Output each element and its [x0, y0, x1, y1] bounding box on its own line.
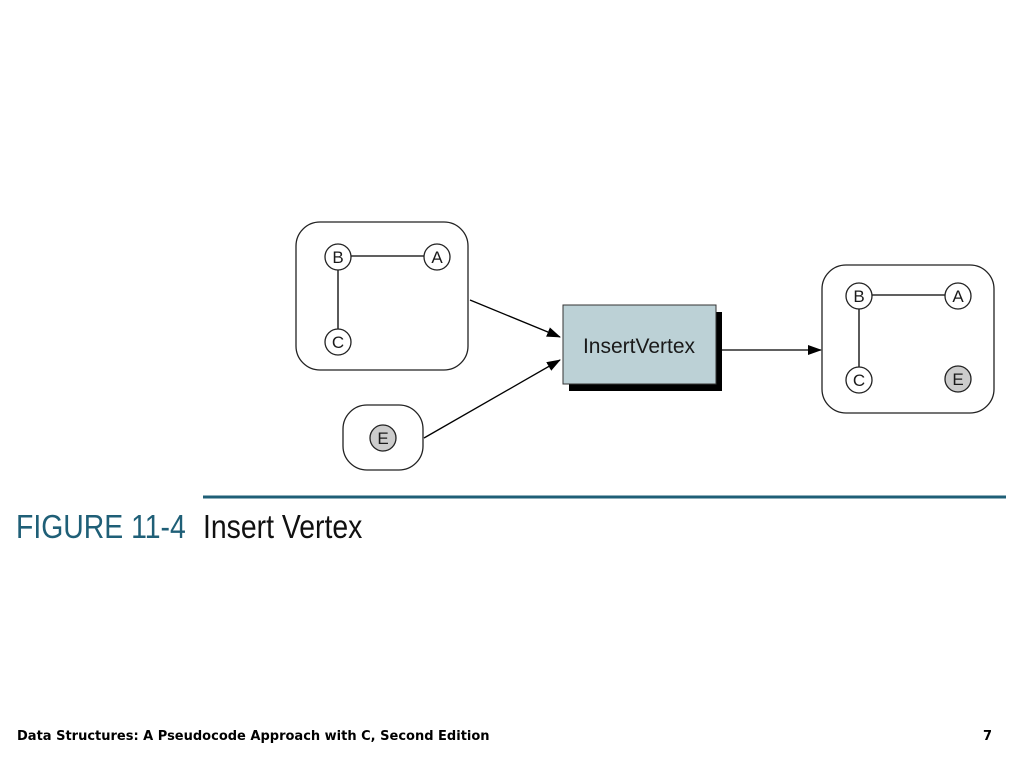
arrow-graph-to-operation: [469, 299, 561, 338]
figure-title: Insert Vertex: [203, 508, 363, 545]
footer-page-number: 7: [982, 729, 992, 744]
figure-number: FIGURE 11-4: [16, 508, 186, 545]
output-vertex-e: E: [944, 365, 972, 393]
svg-text:B: B: [332, 248, 343, 267]
output-vertex-b: B: [845, 282, 873, 310]
operation-label: InsertVertex: [583, 335, 696, 358]
output-vertex-c: C: [845, 366, 873, 394]
svg-text:C: C: [332, 333, 344, 352]
footer-book-title: Data Structures: A Pseudocode Approach w…: [17, 729, 490, 744]
output-graph: B A C E: [821, 264, 995, 414]
svg-text:C: C: [853, 371, 865, 390]
svg-text:E: E: [952, 370, 963, 389]
arrow-vertex-to-operation: [423, 359, 561, 439]
output-vertex-a: A: [944, 282, 972, 310]
new-vertex-label: E: [377, 429, 388, 448]
new-vertex-box: E: [342, 404, 424, 471]
new-vertex-e: [369, 424, 397, 452]
svg-text:A: A: [431, 248, 443, 267]
input-vertex-b: B: [324, 243, 352, 271]
input-graph: B A C: [295, 221, 469, 371]
input-graph-frame: [295, 221, 469, 371]
svg-text:A: A: [952, 287, 964, 306]
operation-box: [562, 304, 717, 385]
svg-text:B: B: [853, 287, 864, 306]
insert-vertex-operation: InsertVertex: [562, 304, 722, 391]
input-vertex-c: C: [324, 328, 352, 356]
input-vertex-a: A: [423, 243, 451, 271]
